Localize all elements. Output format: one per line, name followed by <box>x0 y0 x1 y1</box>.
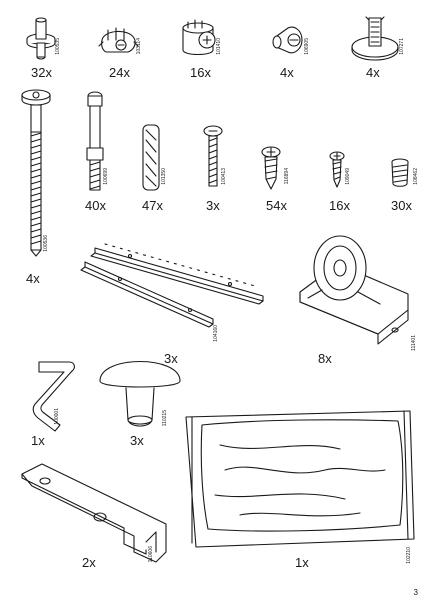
part-number: 107271 <box>399 38 405 55</box>
long-bolt-icon <box>21 89 51 257</box>
part-quantity: 3x <box>130 433 144 448</box>
cam-lock-icon <box>98 27 139 53</box>
part-quantity: 4x <box>366 65 380 80</box>
part-quantity: 4x <box>26 271 40 286</box>
part-quantity: 3x <box>164 351 178 366</box>
part-quantity: 40x <box>85 198 106 213</box>
part-quantity: 3x <box>206 198 220 213</box>
page-number: 3 <box>413 588 418 597</box>
part-quantity: 32x <box>31 65 52 80</box>
plastic-insert-icon <box>391 158 409 187</box>
part-quantity: 4x <box>280 65 294 80</box>
part-number: 100413 <box>221 168 227 185</box>
part-number: 100536 <box>43 235 49 252</box>
part-number: 100699 <box>103 168 109 185</box>
allen-key-icon <box>32 361 75 432</box>
part-number: 104160 <box>213 325 219 342</box>
knob-icon <box>99 360 181 427</box>
part-quantity: 54x <box>266 198 287 213</box>
part-quantity: 1x <box>31 433 45 448</box>
barrel-nut-icon <box>272 26 303 54</box>
machine-screw-icon <box>203 125 223 187</box>
glide-disc-icon <box>351 16 399 61</box>
part-quantity: 1x <box>295 555 309 570</box>
wood-screw-icon <box>261 146 281 190</box>
part-quantity: 47x <box>142 198 163 213</box>
part-number: 100001 <box>54 408 60 425</box>
part-quantity: 2x <box>82 555 96 570</box>
caster-wheel-icon <box>299 235 409 345</box>
cam-stud-icon <box>86 91 104 191</box>
wood-dowel-icon <box>142 124 160 191</box>
part-quantity: 8x <box>318 351 332 366</box>
part-number: 110215 <box>162 410 168 427</box>
wood-screw-icon <box>329 151 345 188</box>
part-number: 101350 <box>161 168 167 185</box>
cam-lock-icon <box>182 19 216 56</box>
part-quantity: 16x <box>329 198 350 213</box>
part-number: 109049 <box>345 168 351 185</box>
dowel-cap-icon <box>26 17 56 60</box>
part-number: 111401 <box>411 335 417 351</box>
part-number: 108462 <box>413 168 419 185</box>
part-quantity: 24x <box>109 65 130 80</box>
part-number: 116894 <box>284 168 290 185</box>
part-number: 102210 <box>406 547 412 564</box>
l-bracket-icon <box>21 463 167 563</box>
part-quantity: 30x <box>391 198 412 213</box>
part-number: 110606 <box>148 546 154 563</box>
part-quantity: 16x <box>190 65 211 80</box>
plastic-bag-icon <box>185 410 415 548</box>
part-number: 100535 <box>55 38 61 55</box>
part-number: 106905 <box>304 38 310 55</box>
part-number: 103114 <box>136 38 142 55</box>
part-number: 101410 <box>216 38 222 55</box>
drawer-rail-icon <box>80 243 264 328</box>
